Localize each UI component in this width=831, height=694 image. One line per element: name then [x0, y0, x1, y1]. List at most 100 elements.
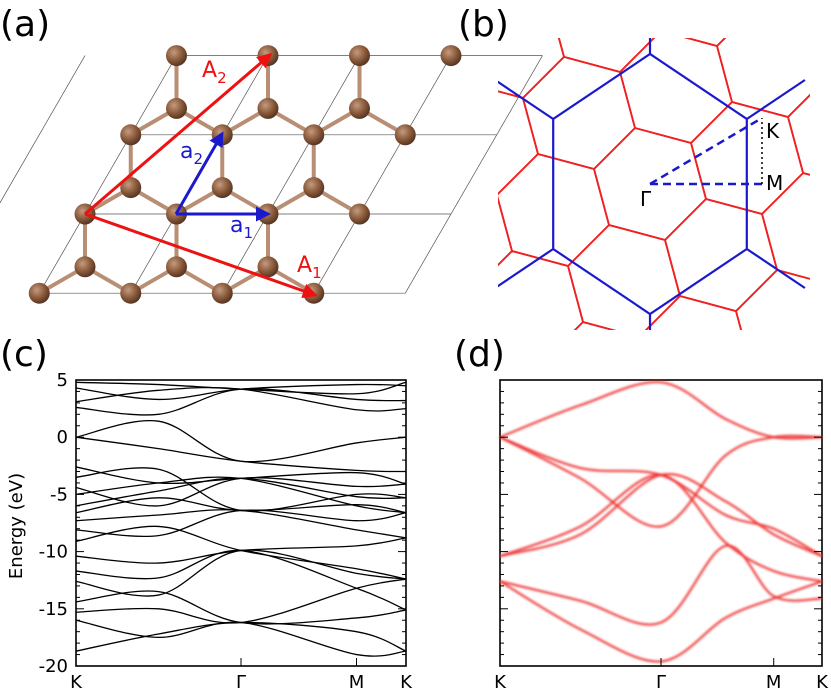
x-tick-label: K	[494, 672, 507, 693]
atom	[120, 282, 142, 304]
band-line	[75, 578, 407, 624]
kpoint-M-label: M	[766, 171, 783, 195]
small-bz-hexagon	[573, 320, 617, 330]
x-tick-label: Γ	[656, 672, 666, 693]
kpoint-K-label: K	[766, 119, 780, 143]
small-bz-hexagon	[557, 38, 656, 74]
band-line	[499, 580, 823, 663]
band-line	[499, 472, 823, 558]
band-line	[75, 590, 407, 625]
cell-line	[313, 55, 452, 294]
atom	[349, 203, 370, 225]
vector-a2-label: a2	[180, 139, 203, 168]
atom	[166, 45, 187, 67]
bonds	[38, 55, 407, 295]
bz-edge-extension	[498, 80, 554, 120]
small-bz-hexagon	[760, 171, 810, 280]
path-gamma-k	[649, 116, 763, 186]
small-bz-hexagon	[521, 55, 637, 171]
small-bz-hexagon	[498, 195, 514, 267]
atom	[440, 45, 462, 67]
atom	[303, 177, 325, 199]
atom	[28, 282, 50, 304]
small-bz-hexagon	[644, 294, 743, 330]
x-tick-label: Γ	[236, 672, 246, 693]
small-bz-hexagon	[618, 38, 734, 145]
atom	[394, 124, 416, 146]
atoms	[28, 45, 462, 304]
atom	[166, 256, 187, 278]
panel-d: K Γ M K (d)	[454, 334, 829, 693]
bz-edge-extension	[746, 79, 806, 120]
band-line	[75, 467, 407, 512]
x-tick-label: K	[400, 672, 413, 693]
cell-line	[221, 55, 360, 294]
vector-A1-label: A1	[297, 253, 322, 282]
kpoint-gamma-label: Γ	[640, 187, 652, 211]
x-tick-label: K	[70, 672, 83, 693]
band-line	[75, 619, 407, 657]
band-line	[75, 509, 407, 539]
y-tick-label: -10	[39, 542, 68, 563]
small-bz-hexagon	[786, 93, 810, 176]
small-bz-hexagon	[663, 197, 779, 313]
band-line	[499, 434, 823, 528]
vector-A2-arrow	[84, 53, 273, 216]
y-tick-label: -20	[39, 656, 68, 677]
bz-edge-extension	[498, 248, 554, 288]
cell-line	[0, 55, 86, 204]
atom	[120, 124, 142, 146]
band-line	[75, 549, 407, 597]
vector-A1-arrow	[84, 212, 318, 299]
folded-bz-grid	[498, 0, 831, 330]
atom	[166, 97, 187, 119]
band-lines-d	[499, 380, 823, 663]
band-line	[75, 388, 407, 416]
y-tick-label: -5	[50, 484, 68, 505]
band-line	[499, 473, 823, 583]
atom	[211, 282, 233, 304]
band-line	[75, 419, 407, 463]
atom	[74, 256, 96, 278]
band-line	[499, 544, 823, 626]
panel-label-d: (d)	[454, 334, 505, 375]
bz-edge-extension	[746, 248, 806, 289]
band-line	[75, 621, 407, 652]
atom	[257, 256, 279, 278]
band-line	[75, 466, 407, 485]
cell-line	[404, 55, 543, 294]
band-line	[499, 380, 823, 440]
panel-b: K M Γ (b)	[458, 0, 831, 330]
band-line	[75, 549, 407, 611]
atom	[349, 45, 370, 67]
x-tick-label: K	[816, 672, 829, 693]
y-axis-label: Energy (eV)	[6, 473, 27, 579]
cell-line	[38, 55, 177, 294]
atom	[211, 177, 233, 199]
y-tick-label: 0	[57, 427, 68, 448]
vector-A2-label: A2	[202, 58, 227, 87]
small-bz-hexagon	[683, 38, 727, 48]
band-line	[75, 509, 407, 537]
y-tick-label: 5	[57, 370, 68, 391]
band-line	[75, 477, 407, 507]
panel-label-b: (b)	[458, 4, 509, 45]
panel-label-c: (c)	[0, 334, 48, 375]
small-bz-hexagon	[566, 223, 682, 330]
band-line	[75, 383, 407, 401]
atom	[349, 97, 370, 119]
band-line	[75, 525, 407, 580]
band-lines-c	[75, 381, 407, 657]
x-tick-label: M	[766, 672, 782, 693]
atom	[303, 124, 325, 146]
y-tick-label: -15	[39, 599, 68, 620]
atom	[257, 97, 279, 119]
small-bz-hexagon	[498, 90, 540, 196]
small-bz-hexagon	[734, 268, 810, 330]
vector-a1-label: a1	[230, 213, 253, 242]
small-bz-hexagon	[814, 0, 831, 91]
x-tick-label: M	[349, 672, 365, 693]
